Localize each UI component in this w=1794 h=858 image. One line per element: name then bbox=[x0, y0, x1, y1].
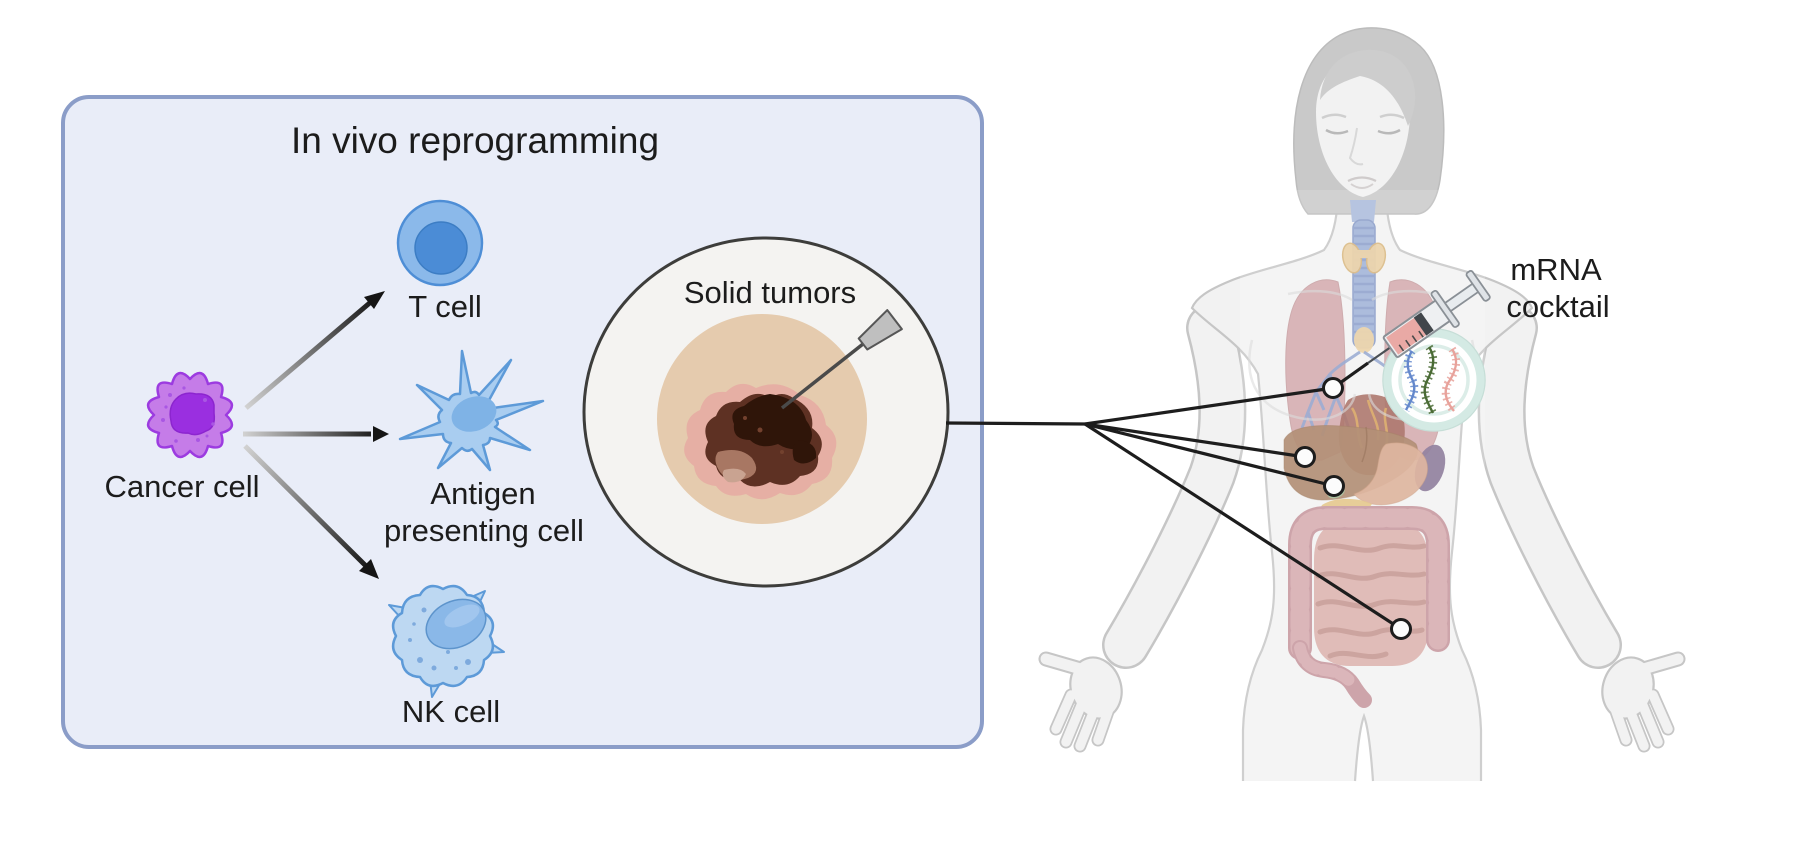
face bbox=[1316, 58, 1410, 197]
face-features bbox=[1321, 113, 1405, 189]
panel-title: In vivo reprogramming bbox=[291, 120, 659, 161]
reprogramming-panel: In vivo reprogramming Cancer cell bbox=[61, 95, 984, 749]
cancer-cell-icon bbox=[146, 371, 234, 459]
large-intestine-icon bbox=[1288, 506, 1450, 708]
syringe-icon bbox=[1367, 270, 1491, 364]
tumor-dark-chunk bbox=[792, 440, 817, 464]
arrowhead-icon bbox=[373, 426, 389, 442]
thyroid-icon bbox=[1341, 242, 1387, 274]
hair-fringe-icon bbox=[1320, 49, 1416, 126]
arrow-icons bbox=[243, 291, 389, 579]
head bbox=[1293, 27, 1445, 215]
arrowhead-icon bbox=[359, 559, 379, 579]
mrna-strand-pink-icon bbox=[1441, 346, 1461, 414]
arrowhead-icon bbox=[364, 291, 385, 309]
thymus-icon bbox=[1354, 327, 1374, 353]
t-cell-icon bbox=[396, 199, 484, 287]
injection-node-chest bbox=[1322, 377, 1344, 399]
human-body-illustration bbox=[1038, 27, 1686, 782]
nose-icon bbox=[1348, 127, 1364, 166]
organs bbox=[1240, 190, 1485, 782]
injection-node-intestine bbox=[1390, 618, 1412, 640]
antigen-presenting-cell-icon bbox=[398, 349, 545, 472]
arrow-to-nk-icon bbox=[243, 444, 369, 569]
t-cell-label: T cell bbox=[408, 289, 482, 324]
mrna-label-line1: mRNA bbox=[1510, 252, 1602, 287]
biopsy-needle-icon bbox=[780, 342, 865, 410]
injection-site-nodes bbox=[1294, 377, 1412, 640]
stomach-icon bbox=[1353, 442, 1428, 506]
arms bbox=[1102, 304, 1622, 669]
nk-cell-icon bbox=[388, 584, 505, 698]
arrow-to-tcell-icon bbox=[244, 299, 374, 410]
tumor-light-patch bbox=[722, 468, 746, 483]
closed-eye-icon bbox=[1377, 128, 1401, 135]
cancer-cell-label: Cancer cell bbox=[104, 469, 259, 504]
tumor-dark-chunk bbox=[732, 394, 812, 450]
closed-eye-icon bbox=[1325, 128, 1349, 135]
mouth-icon bbox=[1347, 176, 1377, 182]
solid-tumors-group: Solid tumors bbox=[582, 236, 950, 588]
mrna-strand-green-icon bbox=[1420, 344, 1438, 415]
left-hand-icon bbox=[1038, 651, 1123, 753]
needle-hub-icon bbox=[857, 309, 903, 351]
apc-label-line1: Antigen bbox=[430, 476, 535, 511]
mrna-label-line2: cocktail bbox=[1506, 289, 1609, 324]
mrna-cocktail-icon bbox=[1382, 328, 1486, 432]
mouth-icon bbox=[1350, 183, 1374, 189]
injection-node-stomach bbox=[1323, 475, 1345, 497]
solid-tumors-label: Solid tumors bbox=[684, 275, 856, 310]
right-hand-icon bbox=[1601, 651, 1686, 753]
skin-veil bbox=[1240, 190, 1485, 782]
apc-label-line2: presenting cell bbox=[384, 513, 584, 548]
nk-cell-label: NK cell bbox=[402, 694, 500, 729]
mrna-strand-blue-icon bbox=[1402, 348, 1419, 412]
injection-node-liver bbox=[1294, 446, 1316, 468]
